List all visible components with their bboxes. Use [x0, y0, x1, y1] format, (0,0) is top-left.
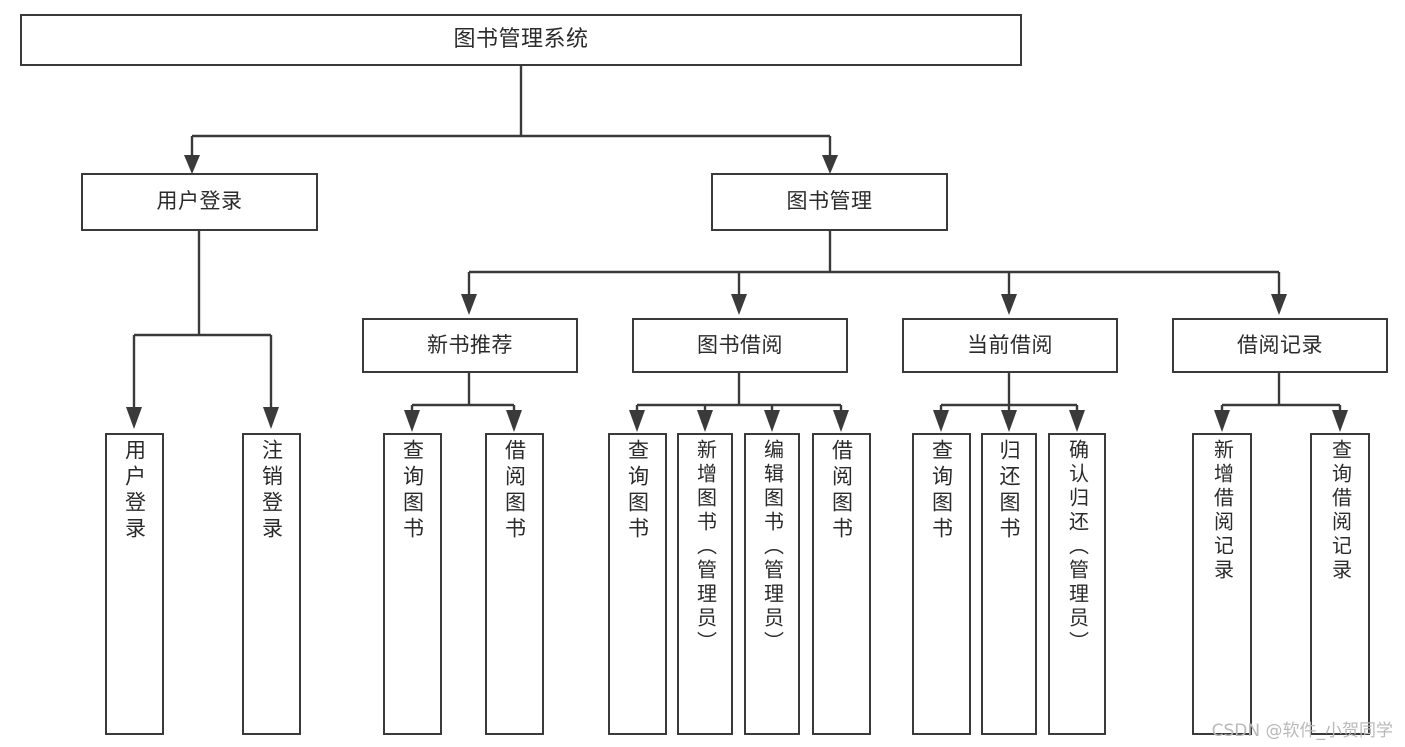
node-book-borrow[interactable]: 图书借阅 [632, 318, 848, 373]
node-label: 新书推荐 [427, 332, 513, 357]
node-label: 当前借阅 [967, 332, 1053, 357]
node-label: 确认归还（管理员） [1065, 439, 1090, 655]
csdn-watermark: CSDN @软件_小贺同学 [1211, 721, 1393, 741]
node-leaf-query-book-3[interactable]: 查询图书 [912, 433, 971, 735]
node-leaf-borrow-book-2[interactable]: 借阅图书 [812, 433, 871, 735]
node-leaf-logout[interactable]: 注销登录 [242, 433, 301, 735]
node-leaf-add-borrow-record[interactable]: 新增借阅记录 [1192, 433, 1252, 735]
node-label: 查询图书 [625, 439, 650, 543]
node-label: 借阅图书 [502, 439, 527, 543]
node-label: 用户登录 [122, 439, 147, 543]
node-leaf-user-login[interactable]: 用户登录 [105, 433, 164, 735]
node-label: 归还图书 [997, 439, 1022, 543]
node-leaf-query-book-1[interactable]: 查询图书 [383, 433, 442, 735]
node-book-management[interactable]: 图书管理 [711, 173, 948, 231]
node-leaf-query-book-2[interactable]: 查询图书 [608, 433, 667, 735]
node-current-borrow[interactable]: 当前借阅 [902, 318, 1118, 373]
node-label: 用户登录 [156, 189, 243, 214]
node-leaf-query-borrow-record[interactable]: 查询借阅记录 [1310, 433, 1370, 735]
node-label: 借阅图书 [829, 439, 854, 543]
node-label: 查询图书 [400, 439, 425, 543]
node-label: 图书借阅 [697, 332, 783, 357]
node-label: 查询图书 [929, 439, 954, 543]
node-label: 注销登录 [259, 439, 284, 543]
node-label: 借阅记录 [1237, 332, 1323, 357]
node-label: 编辑图书（管理员） [760, 439, 785, 655]
node-leaf-return-book[interactable]: 归还图书 [981, 433, 1037, 735]
node-user-login[interactable]: 用户登录 [81, 173, 318, 231]
node-label: 新增图书（管理员） [693, 439, 718, 655]
node-leaf-borrow-book-1[interactable]: 借阅图书 [485, 433, 544, 735]
node-borrow-record[interactable]: 借阅记录 [1172, 318, 1388, 373]
node-label: 图书管理 [786, 189, 873, 214]
node-leaf-edit-book-admin[interactable]: 编辑图书（管理员） [744, 433, 800, 735]
node-leaf-add-book-admin[interactable]: 新增图书（管理员） [677, 433, 733, 735]
node-label: 图书管理系统 [453, 26, 589, 52]
node-new-book-recommend[interactable]: 新书推荐 [362, 318, 578, 373]
node-label: 查询借阅记录 [1328, 439, 1353, 583]
node-root-system[interactable]: 图书管理系统 [20, 14, 1022, 66]
node-label: 新增借阅记录 [1210, 439, 1235, 583]
node-leaf-confirm-return-admin[interactable]: 确认归还（管理员） [1048, 433, 1106, 735]
